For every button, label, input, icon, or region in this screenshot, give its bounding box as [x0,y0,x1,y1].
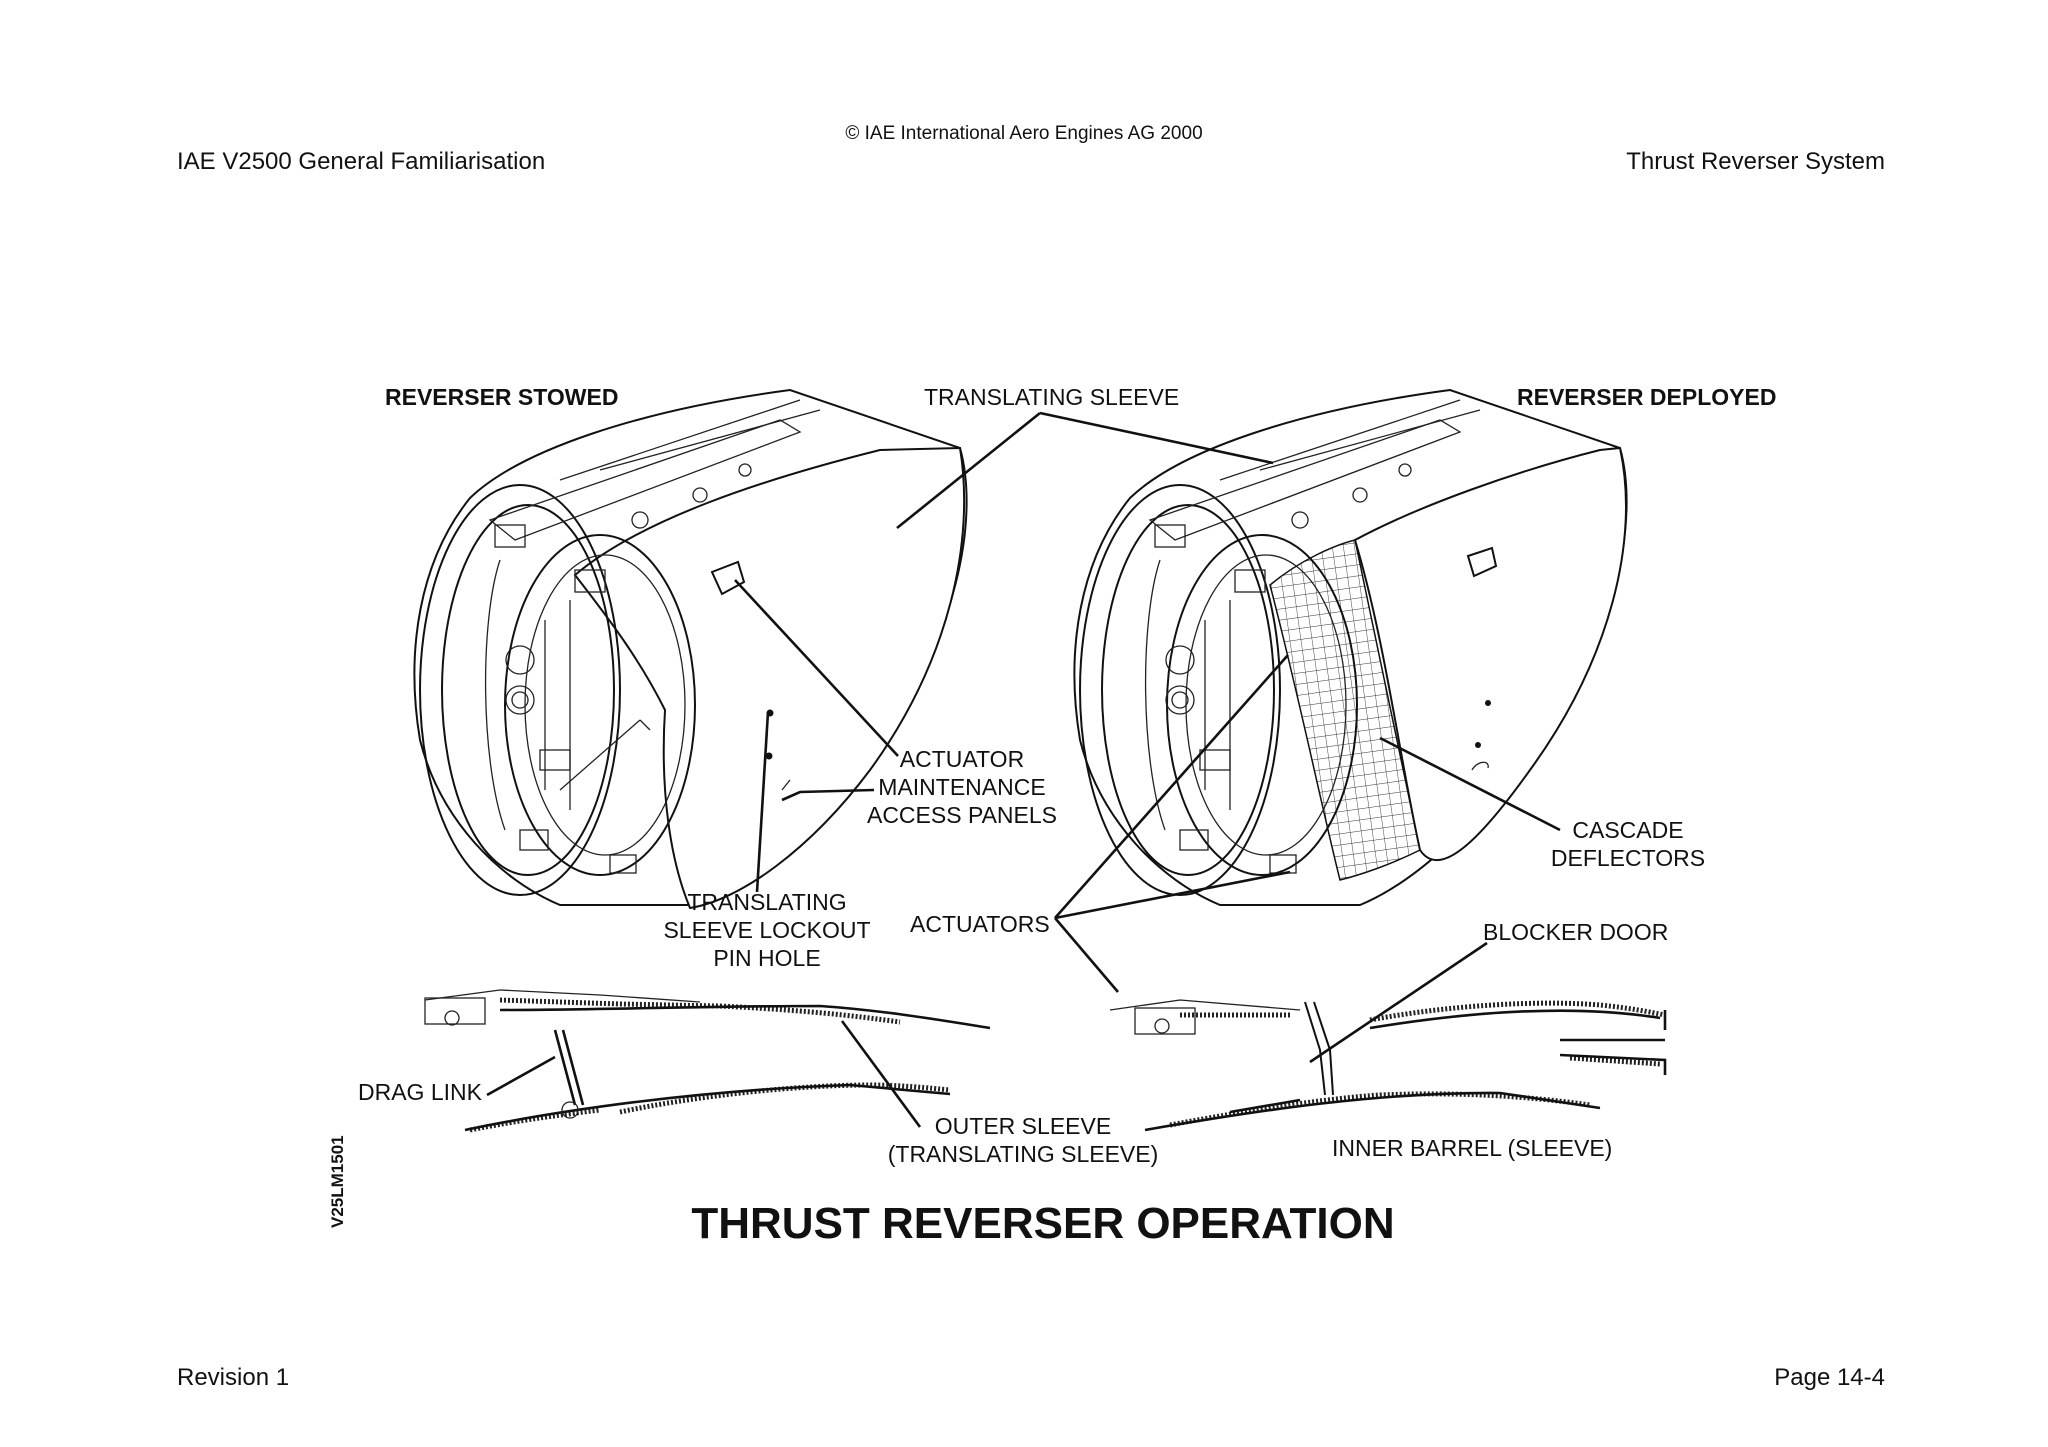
label-reverser-deployed: REVERSER DEPLOYED [1517,384,1776,410]
label-line: MAINTENANCE [878,774,1045,800]
figure-title: THRUST REVERSER OPERATION [691,1199,1394,1248]
page-number: Page 14-4 [1774,1364,1885,1391]
label-outer-sleeve: OUTER SLEEVE (TRANSLATING SLEEVE) [888,1113,1159,1167]
label-inner-barrel: INNER BARREL (SLEEVE) [1332,1135,1612,1161]
stowed-nacelle-drawing [413,388,968,910]
label-line: SLEEVE LOCKOUT [663,917,870,943]
label-line: ACCESS PANELS [867,802,1057,828]
label-drag-link: DRAG LINK [358,1079,483,1105]
label-translating-sleeve: TRANSLATING SLEEVE [924,384,1179,410]
label-lockout-pin-hole: TRANSLATING SLEEVE LOCKOUT PIN HOLE [663,889,870,971]
label-blocker-door: BLOCKER DOOR [1483,919,1668,945]
copyright-notice: © IAE International Aero Engines AG 2000 [845,123,1203,144]
label-line: CASCADE [1572,817,1683,843]
leader-lines [486,411,1561,1128]
label-line: OUTER SLEEVE [935,1113,1111,1139]
deployed-section-drawing [1109,999,1667,1132]
stowed-section-drawing [424,989,991,1133]
document-title: IAE V2500 General Familiarisation [177,148,546,175]
label-line: ACTUATOR [900,746,1024,772]
section-title: Thrust Reverser System [1626,148,1885,175]
label-line: (TRANSLATING SLEEVE) [888,1141,1159,1167]
label-reverser-stowed: REVERSER STOWED [385,384,618,410]
label-actuators: ACTUATORS [910,911,1050,937]
revision-label: Revision 1 [177,1364,290,1391]
label-actuator-access-panels: ACTUATOR MAINTENANCE ACCESS PANELS [867,746,1057,828]
label-cascade-deflectors: CASCADE DEFLECTORS [1551,817,1705,871]
label-line: TRANSLATING [687,889,846,915]
label-line: PIN HOLE [713,945,820,971]
label-line: DEFLECTORS [1551,845,1705,871]
deployed-nacelle-drawing [1073,388,1628,906]
figure-reference-code: V25LM1501 [328,1135,347,1228]
